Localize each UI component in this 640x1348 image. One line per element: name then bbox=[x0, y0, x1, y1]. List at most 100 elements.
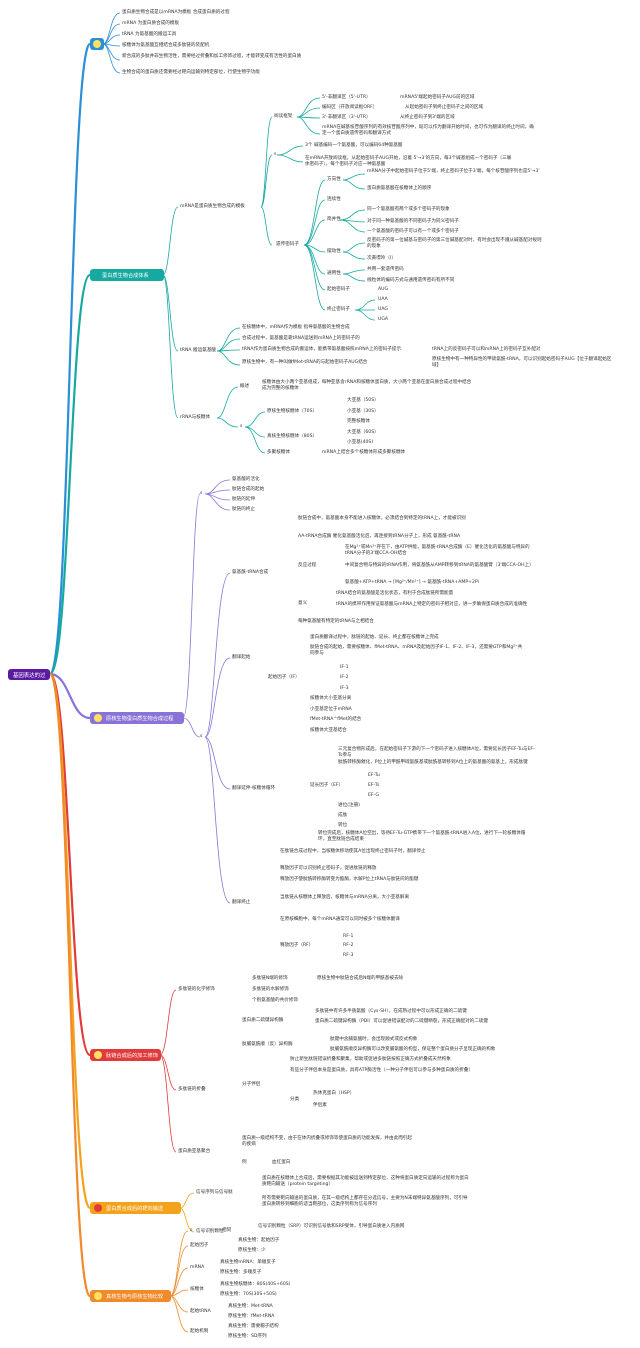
b1-item: mRNA 为蛋白质合成的模板 bbox=[122, 21, 180, 26]
sub-desc: 蛋白质一级结构不变，由于在体内折叠或修饰等使蛋白质的功能发挥，并由此而引起的疾病 bbox=[242, 1136, 412, 1147]
universality: 通用性 bbox=[327, 271, 341, 276]
star-icon bbox=[94, 1292, 102, 1300]
branch-label: 蛋白质生物合成体系 bbox=[102, 273, 149, 279]
rf: RF-2 bbox=[343, 943, 354, 948]
mod: 多肽链的水解修饰 bbox=[252, 987, 289, 992]
termination[interactable]: 翻译终止 bbox=[232, 900, 251, 905]
subunit: 大亚基（50S） bbox=[347, 398, 379, 403]
compare: 原核生物：多顺反子 bbox=[220, 1270, 262, 1275]
b1-item: 生物合成的蛋白质还需要经过靶向运输到特定部位，行使生物学功能 bbox=[122, 70, 260, 75]
act-desc: 肽链合成中，氨基酸本身不能进入核糖体，必须结合到特定的tRNA上，才能被识别 bbox=[298, 516, 466, 521]
link-b2 bbox=[48, 273, 92, 676]
chaperone: 分子伴侣 bbox=[242, 1082, 261, 1087]
branch-2[interactable]: 蛋白质生物合成体系 bbox=[90, 269, 164, 281]
wobble: 摆动性 bbox=[327, 249, 341, 254]
step: 肽链的终止 bbox=[232, 507, 255, 512]
mrna-compare[interactable]: mRNA bbox=[190, 1265, 205, 1270]
start-factor[interactable]: 起始因子 bbox=[190, 1243, 209, 1248]
stop-codon-value: UAA bbox=[378, 297, 388, 302]
ppi-desc: 肽键中含脯氨酸时，会出现顺式或反式构象 bbox=[330, 1037, 418, 1042]
act-desc: 每种氨基酸有特定的tRNA与之相结合 bbox=[298, 619, 374, 624]
cd-label: s bbox=[274, 152, 277, 157]
mrna-template[interactable]: mRNA是蛋白质生物合成的模板 bbox=[180, 204, 245, 209]
example-value: 血红蛋白 bbox=[272, 1160, 291, 1165]
act-desc: tRNA的携带作用保证氨基酸与mRNA上特定的密码子相对应，进一步确保蛋白质合成… bbox=[336, 602, 528, 607]
chemical-modification[interactable]: 多肽链的化学修饰 bbox=[178, 987, 215, 992]
branch-3[interactable]: 原核生物蛋白质生物合成过程 bbox=[90, 712, 184, 724]
link-b6 bbox=[48, 672, 92, 1298]
compare: 真核生物核糖体：80S(40S+60S) bbox=[220, 1282, 291, 1287]
act-desc: AA-tRNA合成酶 催化氨基酸活化后，再连接到tRNA分子上，形成 氨基酰-t… bbox=[298, 534, 461, 539]
trna[interactable]: tRNA 搬运氨基酸 bbox=[180, 348, 217, 353]
elongation[interactable]: 翻译延伸-核糖体循环 bbox=[232, 786, 276, 791]
ini-step: 小亚基定位于mRNA bbox=[310, 707, 352, 712]
wob-desc: 反密码子的第一位碱基与密码子的第三位碱基配对时，有时会出现不遵从碱基配对规则的现… bbox=[367, 238, 542, 249]
stop-codon-value: UAG bbox=[378, 307, 388, 312]
b3-label: s bbox=[200, 491, 203, 496]
aa-trna-synthesis[interactable]: 氨基酰-tRNA合成 bbox=[232, 570, 269, 575]
deg-desc: 对于同一种氨基酸的不同密码子为同义密码子 bbox=[367, 219, 459, 224]
branch-1[interactable] bbox=[90, 38, 104, 50]
ter-desc: 释放因子使肽酰转移酶转变为酯酶，水解P位上tRNA与肽链间的酯键 bbox=[280, 877, 419, 882]
branch-label: 原核生物蛋白质生物合成过程 bbox=[106, 716, 174, 722]
codon-desc: 在mRNA开放阅读框，从起始密码子AUG开始，沿着 5'→3'的方向，每3个碱基… bbox=[305, 156, 512, 167]
elongation-factor: 延长因子（EF） bbox=[310, 783, 344, 788]
reading-frame[interactable]: 阅读框架 bbox=[274, 114, 293, 119]
ribosome-compare[interactable]: 核糖体 bbox=[190, 1287, 204, 1292]
dir-desc: 蛋白质氨基酸在核糖体上的顺序 bbox=[367, 186, 432, 191]
srp[interactable]: 信号识别颗粒 bbox=[196, 1229, 224, 1234]
b1-item: 蛋白质生物合成是以mRNA为模板 合成蛋白质的过程 bbox=[122, 10, 230, 15]
root-node[interactable]: 基因表达的过程 bbox=[8, 669, 50, 687]
initiation[interactable]: 翻译起始 bbox=[232, 655, 251, 660]
b1-item: 新合成的多肽并非生物活性，需要经过折叠和加工修饰过程，才能转变成有活性的蛋白质 bbox=[122, 54, 302, 59]
polysome: 多聚核糖体 bbox=[267, 450, 290, 455]
branch-6[interactable]: 真核生物与原核生物比较 bbox=[90, 1290, 171, 1302]
branch-5[interactable]: 蛋白质合成后的靶向输送 bbox=[90, 1202, 181, 1214]
genetic-code[interactable]: 遗传密码子 bbox=[276, 242, 299, 247]
b6-s1: 相同 bbox=[222, 1228, 232, 1233]
branch-label: 蛋白质合成后的靶向输送 bbox=[106, 1206, 164, 1212]
elo-step: 转位 bbox=[338, 823, 348, 828]
b3-label: s bbox=[200, 734, 203, 739]
rf-desc: mRNA在碱基核苷酸序列的有效核苷酸序列中，既可以作为翻译开始时间，也可作为翻译… bbox=[322, 125, 534, 136]
orf-desc: 从起始密码子到终止密码子之间的区域 bbox=[405, 105, 484, 110]
utr5: 5'-非翻译区（5'-UTR） bbox=[322, 95, 371, 100]
overview-desc: 核糖体由大小两个亚基组成，每种亚基含rRNA和核糖体蛋白质，大小两个亚基在蛋白质… bbox=[262, 380, 472, 391]
bulb-icon bbox=[93, 40, 101, 48]
sig-desc: 蛋白质在核糖体上合成后，需要根据其功能被运送到特定部位，这种将蛋白质定向运输的过… bbox=[262, 1176, 469, 1187]
eukaryote-ribosome: 真核生物核糖体（80S） bbox=[267, 434, 318, 439]
deg-desc: 同一个氨基酸有两个或多个密码子的现象 bbox=[367, 207, 450, 212]
ini-step: 核糖体大小亚基分离 bbox=[310, 696, 352, 701]
wob-desc: 次黄嘌呤（I） bbox=[367, 256, 396, 261]
continuity: 连续性 bbox=[327, 197, 341, 202]
branch-4[interactable]: 肽链合成后的加工修饰 bbox=[90, 1049, 161, 1061]
compare: 真核生物：Met-tRNA bbox=[228, 1304, 273, 1309]
deg-desc: 一个氨基酸的密码子可以有一个或多个密码子 bbox=[367, 229, 459, 234]
b6-s: s bbox=[190, 1228, 193, 1233]
chap-desc: 防止新生肽链错误折叠和聚集，帮助或促进多肽链按照正确方式折叠成天然构象 bbox=[290, 1057, 451, 1062]
rf: RF-3 bbox=[343, 953, 354, 958]
dir-desc: mRNA分子中起始密码子位于5'端，终止密码子位于3'端，每个核苷酸序列也是5'… bbox=[367, 169, 540, 174]
trna-desc: 原核生物中，有一种叫做fMet-tRNA的与起始密码子AUG结合 bbox=[242, 360, 368, 365]
root-label: 基因表达的过程 bbox=[13, 673, 46, 687]
trna-compare[interactable]: 起始tRNA bbox=[190, 1309, 211, 1314]
degeneracy: 简并性 bbox=[327, 217, 341, 222]
significance: 意义 bbox=[298, 601, 308, 606]
category: 分类 bbox=[290, 1097, 300, 1102]
chap-type: 伴侣素 bbox=[313, 1103, 327, 1108]
compare: 真核生物：起始因子 bbox=[238, 1238, 280, 1243]
codon-desc: 3个 碱基编码一个氨基酸，可以编码64种氨基酸 bbox=[305, 143, 403, 148]
uni-desc: 共用一套遗传密码 bbox=[367, 267, 404, 272]
trna-desc: 原核生物中有一种特异性的甲硫氨酰-tRNA，可以识别起始密码子AUG【位于翻译起… bbox=[432, 357, 612, 368]
pdi: 蛋白质二硫键异构酶 bbox=[242, 1018, 284, 1023]
mechanism-compare[interactable]: 起始机制 bbox=[190, 1329, 209, 1334]
act-desc: 氨基酸+ATP+tRNA → [Mg²⁺/Mn²⁺] → 氨基酰-tRNA+AM… bbox=[345, 580, 479, 585]
compare: 原核生物：70S(30S+50S) bbox=[220, 1292, 277, 1297]
subunit-assembly[interactable]: 蛋白质亚基聚合 bbox=[178, 1149, 211, 1154]
prokaryote-ribosome: 原核生物核糖体（70S） bbox=[267, 409, 318, 414]
signal-sequence[interactable]: 信号序列与信号肽 bbox=[196, 1190, 233, 1195]
act-desc: 在Mg²⁺或Mn²⁺存在下，由ATP供能，氨基酰-tRNA合成酶（E）催化活化的… bbox=[345, 545, 530, 556]
rrna-ribosome[interactable]: rRNA与核糖体 bbox=[180, 415, 211, 420]
folding[interactable]: 多肽链的折叠 bbox=[178, 1087, 206, 1092]
uni-desc: 线粒体的编码方式与通用遗传密码有所不同 bbox=[367, 278, 455, 283]
